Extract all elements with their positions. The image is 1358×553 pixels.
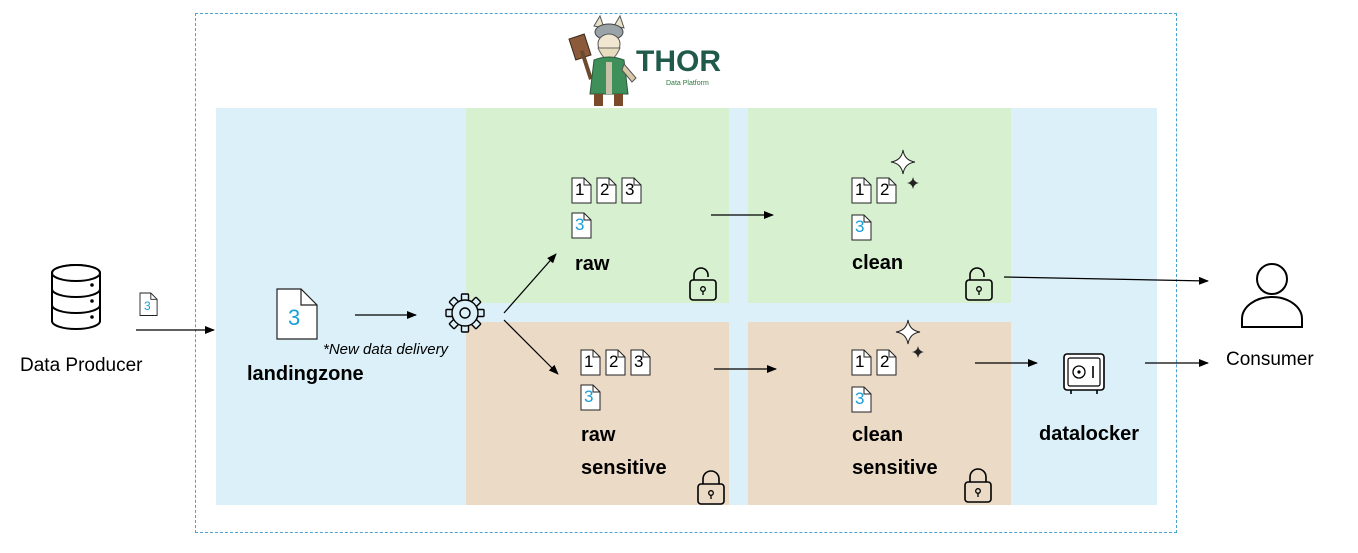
raw-sensitive-file-1: 1 <box>584 352 594 371</box>
raw-zone <box>466 108 729 303</box>
clean-zone <box>748 108 1011 303</box>
raw-file-1: 1 <box>575 180 585 199</box>
clean-sensitive-new-file: 3 <box>855 389 865 408</box>
platform-boundary <box>195 13 1177 533</box>
clean-new-file: 3 <box>855 217 865 236</box>
clean-sensitive-sparkle-icon <box>895 319 924 358</box>
consumer-label: Consumer <box>1226 349 1314 370</box>
producer-label: Data Producer <box>20 355 143 376</box>
datalocker-label: datalocker <box>1039 423 1140 445</box>
raw-sensitive-label-line1: raw <box>581 424 616 446</box>
raw-sensitive-lock-icon <box>697 470 725 505</box>
logo-wordmark: THOR <box>636 45 721 78</box>
clean-sensitive-lock-icon <box>964 468 992 503</box>
viking-mascot-icon <box>568 14 637 106</box>
processor-to-raw-sensitive-arrow <box>503 319 559 375</box>
clean-sensitive-label-line2: sensitive <box>852 457 938 479</box>
clean-sensitive-label-line1: clean <box>852 424 904 446</box>
raw-sensitive-label-line2: sensitive <box>581 457 667 479</box>
clean-file-2: 2 <box>880 180 890 199</box>
raw-unlocked-icon <box>689 267 717 301</box>
landing-file-number: 3 <box>288 305 301 330</box>
raw-sensitive-file-2: 2 <box>609 352 619 371</box>
clean-file-1: 1 <box>855 180 865 199</box>
clean-to-consumer-arrow <box>1003 276 1209 285</box>
processing-gear-icon <box>445 293 485 333</box>
clean-label: clean <box>852 252 904 274</box>
processor-to-raw-arrow <box>503 253 557 314</box>
raw-sensitive-file-3: 3 <box>634 352 644 371</box>
producer-file-number: 3 <box>144 299 151 313</box>
consumer-person-icon <box>1241 263 1303 328</box>
raw-file-3: 3 <box>625 180 635 199</box>
clean-sparkle-icon <box>890 149 919 189</box>
new-delivery-note: *New data delivery <box>323 341 449 358</box>
safe-icon <box>1063 353 1105 394</box>
clean-unlocked-icon <box>965 267 993 301</box>
clean-sensitive-file-1: 1 <box>855 352 865 371</box>
raw-sensitive-new-file: 3 <box>584 387 594 406</box>
landingzone-label: landingzone <box>247 363 364 385</box>
raw-new-file: 3 <box>575 215 585 234</box>
thor-logo: THOR Data Platform <box>566 14 721 109</box>
database-icon <box>51 264 101 330</box>
landing-file-icon <box>276 288 318 340</box>
logo-subtitle: Data Platform <box>666 80 709 87</box>
raw-file-2: 2 <box>600 180 610 199</box>
clean-sensitive-file-2: 2 <box>880 352 890 371</box>
raw-label: raw <box>575 253 610 275</box>
raw-sensitive-zone <box>466 322 729 505</box>
